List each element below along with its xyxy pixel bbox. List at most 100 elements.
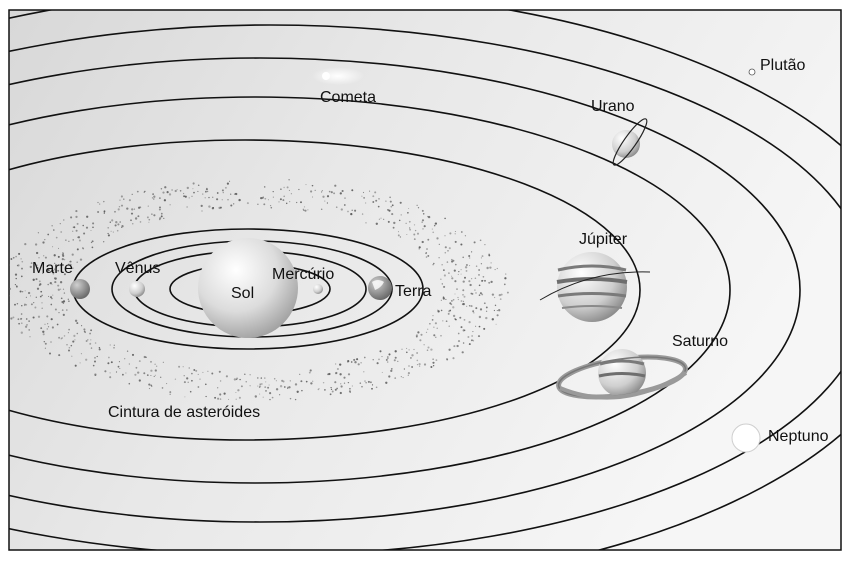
asteroid-dot [14, 284, 16, 286]
asteroid-dot [488, 253, 490, 256]
asteroid-dot [413, 233, 416, 236]
asteroid-dot [379, 350, 382, 353]
asteroid-dot [35, 296, 37, 298]
asteroid-dot [334, 184, 337, 187]
asteroid-dot [330, 191, 333, 194]
asteroid-dot [89, 332, 92, 335]
asteroid-dot [381, 356, 383, 358]
asteroid-dot [472, 310, 474, 313]
asteroid-dot [216, 198, 219, 201]
asteroid-dot [409, 356, 412, 359]
earth-clouds-icon [372, 280, 384, 290]
asteroid-dot [463, 319, 466, 321]
asteroid-dot [483, 327, 486, 330]
asteroid-dot [112, 231, 114, 233]
asteroid-dot [254, 395, 257, 398]
neptune-icon [731, 423, 761, 453]
asteroid-dot [336, 387, 338, 390]
asteroid-dot [475, 325, 477, 327]
asteroid-dot [151, 197, 153, 199]
asteroid-dot [66, 344, 68, 346]
asteroid-dot [182, 192, 185, 195]
asteroid-dot [57, 247, 60, 249]
asteroid-dot [392, 226, 395, 229]
asteroid-dot [19, 290, 22, 293]
asteroid-dot [148, 218, 151, 221]
asteroid-dot [121, 225, 124, 228]
asteroid-dot [263, 203, 266, 206]
asteroid-dot [136, 190, 139, 193]
asteroid-dot [63, 219, 65, 221]
asteroid-dot [169, 391, 172, 394]
asteroid-dot [59, 281, 63, 284]
asteroid-dot [257, 377, 259, 379]
pluto-label: Plutão [760, 57, 805, 74]
asteroid-dot [79, 362, 81, 364]
asteroid-dot [300, 380, 303, 383]
neptune-label: Neptuno [768, 428, 829, 445]
asteroid-dot [474, 277, 477, 279]
asteroid-dot [429, 322, 431, 325]
asteroid-dot [394, 377, 397, 379]
asteroid-dot [391, 204, 394, 207]
asteroid-dot [57, 255, 60, 258]
asteroid-dot [388, 375, 391, 378]
asteroid-dot [478, 294, 481, 296]
asteroid-dot [432, 361, 435, 364]
asteroid-dot [321, 190, 323, 192]
asteroid-dot [490, 280, 493, 284]
asteroid-dot [205, 383, 207, 386]
asteroid-dot [189, 390, 192, 393]
asteroid-dot [249, 385, 251, 387]
venus-label: Vênus [115, 260, 160, 277]
asteroid-dot [42, 241, 45, 244]
asteroid-dot [294, 398, 297, 401]
asteroid-dot [286, 186, 289, 189]
asteroid-dot [442, 320, 444, 322]
asteroid-dot [380, 217, 382, 219]
asteroid-dot [32, 278, 35, 281]
asteroid-dot [71, 253, 74, 256]
asteroid-dot [134, 217, 138, 220]
asteroid-dot [493, 309, 496, 312]
asteroid-dot [343, 204, 346, 206]
asteroid-dot [369, 190, 371, 192]
asteroid-dot [446, 261, 449, 263]
asteroid-dot [146, 216, 149, 219]
asteroid-dot [258, 386, 261, 388]
asteroid-dot [18, 252, 21, 255]
asteroid-dot [38, 284, 41, 286]
asteroid-dot [457, 298, 460, 301]
asteroid-dot [234, 192, 237, 195]
asteroid-dot [60, 288, 62, 290]
asteroid-dot [415, 335, 418, 338]
asteroid-dot [418, 363, 421, 366]
asteroid-dot [480, 263, 483, 265]
asteroid-dot [44, 323, 46, 325]
asteroid-dot [245, 381, 247, 383]
asteroid-dot [460, 231, 463, 233]
asteroid-dot [403, 368, 406, 370]
asteroid-dot [217, 397, 220, 400]
asteroid-dot [425, 252, 427, 255]
asteroid-dot [257, 203, 259, 205]
asteroid-dot [87, 339, 89, 341]
asteroid-dot [166, 191, 169, 194]
asteroid-dot [153, 195, 156, 198]
asteroid-dot [47, 283, 49, 286]
asteroid-dot [62, 302, 65, 304]
saturn-orbit [9, 96, 731, 484]
asteroid-dot [300, 201, 302, 204]
asteroid-dot [94, 342, 97, 344]
asteroid-dot [115, 371, 118, 373]
asteroid-dot [36, 266, 39, 270]
asteroid-dot [432, 365, 435, 367]
asteroid-dot [299, 373, 301, 375]
asteroid-dot [452, 357, 455, 360]
asteroid-dot [197, 184, 200, 187]
asteroid-dot [312, 380, 314, 382]
asteroid-dot [335, 363, 337, 365]
asteroid-dot [130, 219, 132, 222]
asteroid-dot [74, 364, 77, 367]
asteroid-dot [472, 340, 475, 342]
